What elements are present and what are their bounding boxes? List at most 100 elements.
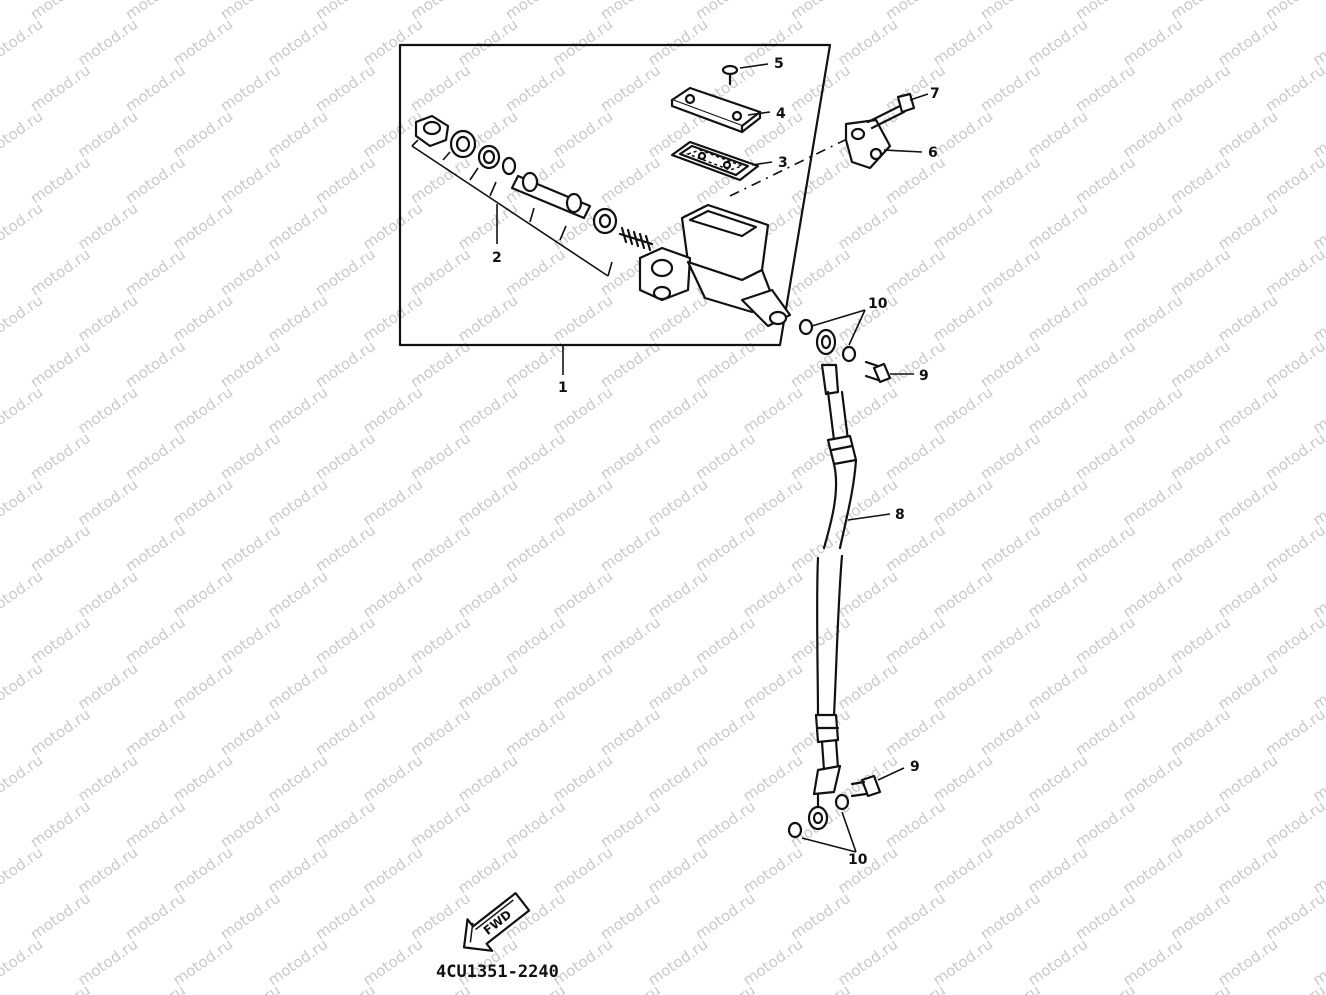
watermark-text: motod.ru <box>692 613 759 667</box>
watermark-text: motod.ru <box>407 61 474 115</box>
watermark-text: motod.ru <box>74 15 141 69</box>
callout-1: 1 <box>558 380 568 396</box>
watermark-text: motod.ru <box>977 429 1044 483</box>
watermark-text: motod.ru <box>74 659 141 713</box>
watermark-text: motod.ru <box>217 153 284 207</box>
watermark-text: motod.ru <box>122 705 189 759</box>
callout-6: 6 <box>928 145 938 161</box>
leader-10-upper <box>811 309 866 346</box>
watermark-text: motod.ru <box>882 889 949 943</box>
watermark-text: motod.ru <box>692 429 759 483</box>
watermark-text: motod.ru <box>264 475 331 529</box>
watermark-text: motod.ru <box>1262 429 1326 483</box>
watermark-text: motod.ru <box>644 383 711 437</box>
watermark-text: motod.ru <box>122 245 189 299</box>
watermark-text: motod.ru <box>169 843 236 897</box>
cap-screw-icon <box>721 64 739 86</box>
watermark-text: motod.ru <box>977 153 1044 207</box>
watermark-text: motod.ru <box>217 337 284 391</box>
callout-7: 7 <box>930 86 940 102</box>
watermark-text: motod.ru <box>74 199 141 253</box>
watermark-text: motod.ru <box>739 475 806 529</box>
watermark-text: motod.ru <box>1262 613 1326 667</box>
watermark-text: motod.ru <box>1072 705 1139 759</box>
watermark-text: motod.ru <box>1214 383 1281 437</box>
watermark-text: motod.ru <box>359 15 426 69</box>
watermark-text: motod.ru <box>169 567 236 621</box>
watermark-text: motod.ru <box>1072 429 1139 483</box>
watermark-text: motod.ru <box>312 153 379 207</box>
leader-9-lower <box>877 767 905 781</box>
watermark-text: motod.ru <box>644 843 711 897</box>
watermark-text: motod.ru <box>264 659 331 713</box>
watermark-text: motod.ru <box>312 61 379 115</box>
watermark-text: motod.ru <box>1119 567 1186 621</box>
watermark-text: motod.ru <box>929 199 996 253</box>
watermark-text: motod.ru <box>1214 199 1281 253</box>
watermark-text: motod.ru <box>169 199 236 253</box>
watermark-text: motod.ru <box>1214 751 1281 805</box>
watermark-text: motod.ru <box>834 567 901 621</box>
watermark-text: motod.ru <box>0 107 46 161</box>
watermark-text: motod.ru <box>217 245 284 299</box>
watermark-text: motod.ru <box>27 889 94 943</box>
watermark-text: motod.ru <box>597 61 664 115</box>
watermark-text: motod.ru <box>359 475 426 529</box>
leader-6 <box>883 149 923 153</box>
watermark-text: motod.ru <box>787 153 854 207</box>
watermark-text: motod.ru <box>122 429 189 483</box>
watermark-text: motod.ru <box>929 935 996 989</box>
watermark-text: motod.ru <box>1024 659 1091 713</box>
watermark-text: motod.ru <box>502 981 569 995</box>
watermark-text: motod.ru <box>1167 705 1234 759</box>
watermark-text: motod.ru <box>597 429 664 483</box>
watermark-text: motod.ru <box>1072 337 1139 391</box>
watermark-text: motod.ru <box>787 981 854 995</box>
leader-4 <box>747 111 771 116</box>
watermark-text: motod.ru <box>264 843 331 897</box>
watermark-text: motod.ru <box>1072 981 1139 995</box>
holder-icon <box>844 118 892 170</box>
watermark-text: motod.ru <box>264 107 331 161</box>
watermark-text: motod.ru <box>264 567 331 621</box>
watermark-text: motod.ru <box>739 15 806 69</box>
watermark-text: motod.ru <box>1119 935 1186 989</box>
watermark-text: motod.ru <box>929 107 996 161</box>
watermark-text: motod.ru <box>977 797 1044 851</box>
watermark-text: motod.ru <box>407 429 474 483</box>
watermark-text: motod.ru <box>549 475 616 529</box>
watermark-text: motod.ru <box>1262 61 1326 115</box>
watermark-text: motod.ru <box>739 383 806 437</box>
watermark-text: motod.ru <box>122 981 189 995</box>
watermark-text: motod.ru <box>1024 291 1091 345</box>
watermark-text: motod.ru <box>882 429 949 483</box>
watermark-text: motod.ru <box>549 843 616 897</box>
watermark-text: motod.ru <box>169 383 236 437</box>
watermark-text: motod.ru <box>597 797 664 851</box>
watermark-text: motod.ru <box>692 521 759 575</box>
watermark-text: motod.ru <box>549 291 616 345</box>
watermark-text: motod.ru <box>502 429 569 483</box>
leader-2-bracket <box>411 139 613 277</box>
watermark-text: motod.ru <box>359 659 426 713</box>
watermark-text: motod.ru <box>74 935 141 989</box>
watermark-text: motod.ru <box>1262 705 1326 759</box>
watermark-text: motod.ru <box>644 567 711 621</box>
assembly-box <box>398 43 832 347</box>
watermark-text: motod.ru <box>977 889 1044 943</box>
watermark-text: motod.ru <box>597 613 664 667</box>
watermark-text: motod.ru <box>407 245 474 299</box>
watermark-text: motod.ru <box>834 843 901 897</box>
watermark-text: motod.ru <box>644 475 711 529</box>
watermark-text: motod.ru <box>359 751 426 805</box>
watermark-text: motod.ru <box>1167 429 1234 483</box>
watermark-text: motod.ru <box>1119 291 1186 345</box>
watermark-text: motod.ru <box>122 797 189 851</box>
watermark-text: motod.ru <box>834 475 901 529</box>
watermark-text: motod.ru <box>359 383 426 437</box>
callout-3: 3 <box>778 155 788 171</box>
callout-9-upper: 9 <box>919 368 929 384</box>
watermark-text: motod.ru <box>1072 889 1139 943</box>
watermark-text: motod.ru <box>454 843 521 897</box>
